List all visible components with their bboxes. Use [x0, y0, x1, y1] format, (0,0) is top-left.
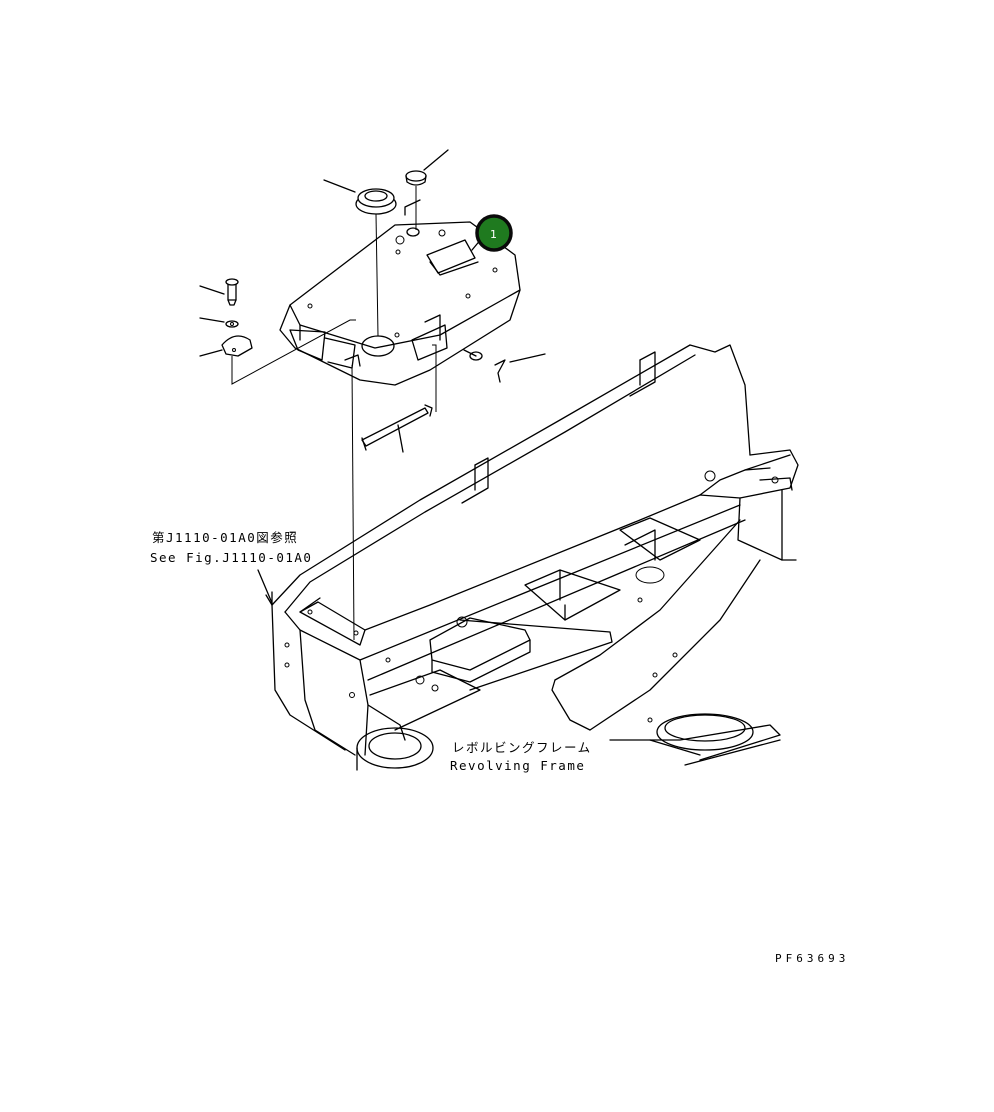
see-fig-label-en: See Fig.J1110-01A0 — [150, 550, 312, 565]
callout-circle[interactable] — [475, 214, 513, 252]
tank-assembly — [279, 199, 521, 386]
frame-label-jp: レボルビングフレーム — [452, 740, 592, 755]
grommet — [323, 179, 397, 337]
fasteners-left — [199, 278, 356, 385]
filler-cap — [405, 149, 449, 230]
stay-rod — [361, 404, 433, 453]
callout-1[interactable]: 1 — [471, 214, 513, 252]
revolving-frame — [271, 344, 799, 771]
fasteners-right — [432, 344, 546, 412]
frame-label-en: Revolving Frame — [450, 758, 585, 773]
reference-arrow — [257, 569, 273, 606]
mount-line — [351, 364, 355, 641]
drawing-code: PF63693 — [775, 952, 849, 965]
see-fig-label-jp: 第J1110-01A0図参照 — [152, 530, 298, 545]
callout-number: 1 — [490, 228, 497, 241]
